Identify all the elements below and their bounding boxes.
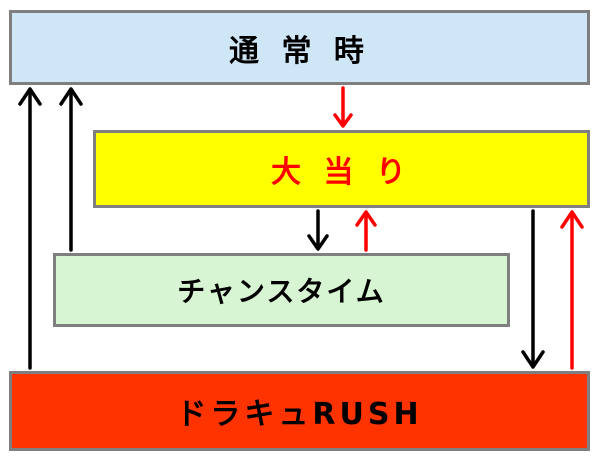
chance-time-box: チャンスタイム xyxy=(53,253,510,327)
chance-time-label: チャンスタイム xyxy=(177,275,386,308)
normal-state-box: 通 常 時 xyxy=(9,10,590,85)
dragon-rush-label: ドラキュRUSH xyxy=(176,397,423,432)
jackpot-label: 大 当 り xyxy=(271,155,412,190)
arrow-jackpot-to-dragon-rush xyxy=(521,209,545,369)
dragon-rush-box: ドラキュRUSH xyxy=(9,371,590,451)
normal-state-label: 通 常 時 xyxy=(229,33,370,69)
jackpot-box: 大 当 り xyxy=(93,130,590,208)
arrow-chance-time-to-normal xyxy=(59,87,83,252)
arrow-dragon-rush-to-jackpot xyxy=(560,210,584,370)
arrow-dragon-rush-to-normal xyxy=(18,87,42,370)
arrow-jackpot-to-chance-time xyxy=(307,209,329,251)
arrow-normal-to-jackpot xyxy=(333,86,353,128)
arrow-chance-time-to-jackpot xyxy=(355,210,377,252)
